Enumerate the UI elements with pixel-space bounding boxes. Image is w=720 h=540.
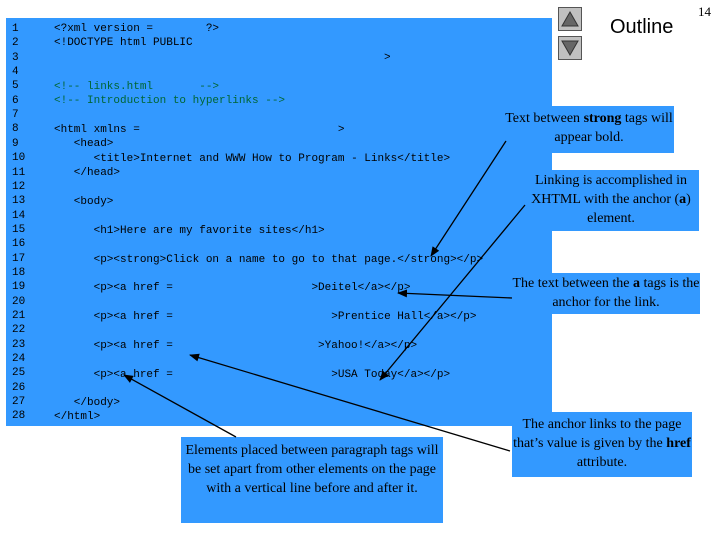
callout-href: The anchor links to the page that’s valu… xyxy=(512,412,692,477)
callout-anchor-text: The text between the a tags is the ancho… xyxy=(512,273,700,314)
triangle-down-icon xyxy=(561,40,579,57)
arrow-anchor-element xyxy=(379,204,526,381)
arrow-anchor-text xyxy=(397,289,513,299)
callout-anchor-element: Linking is accomplished in XHTML with th… xyxy=(523,170,699,231)
page-number: 14 xyxy=(698,4,711,19)
outline-title[interactable]: Outline xyxy=(610,16,674,38)
triangle-up-icon xyxy=(561,10,579,27)
arrow-strong xyxy=(430,140,507,257)
arrow-href xyxy=(189,353,511,452)
outline-up-button[interactable] xyxy=(558,7,582,31)
callout-strong: Text between strong tags will appear bol… xyxy=(504,106,674,153)
outline-down-button[interactable] xyxy=(558,36,582,60)
arrow-paragraph xyxy=(123,374,237,438)
callout-paragraph: Elements placed between paragraph tags w… xyxy=(181,437,443,523)
